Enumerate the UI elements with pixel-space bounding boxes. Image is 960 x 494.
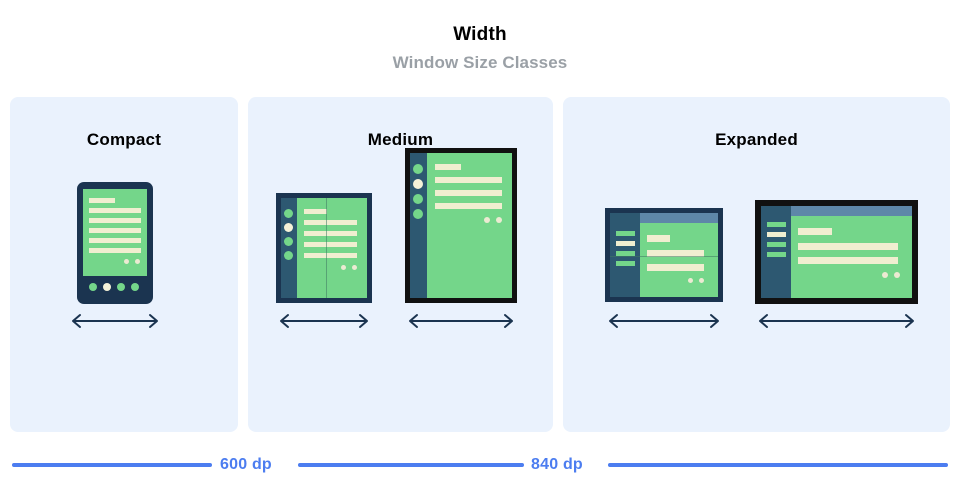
page-subtitle: Window Size Classes	[392, 53, 568, 72]
breakpoint-label-600dp: 600 dp	[220, 456, 272, 473]
tablet-landscape	[755, 200, 918, 304]
content-bar	[304, 231, 357, 236]
app-top-strip	[640, 213, 718, 223]
device-group-compact	[10, 152, 238, 432]
rail-dot[interactable]	[413, 209, 423, 219]
rail-bar-selected[interactable]	[767, 232, 786, 237]
panel-title-medium: Medium	[367, 130, 434, 149]
content-bar	[304, 209, 327, 214]
tablet-portrait	[405, 148, 517, 303]
breakpoint-rule-middle	[298, 463, 524, 467]
content-dot	[894, 272, 900, 278]
content-dot	[484, 217, 490, 223]
content-bar	[798, 257, 898, 264]
device-group-medium	[248, 148, 553, 432]
content-bar	[435, 177, 502, 183]
foldable-landscape-screen	[610, 213, 718, 297]
breakpoint-rule-right	[608, 463, 948, 467]
navigation-rail	[410, 153, 427, 298]
nav-dot[interactable]	[117, 283, 125, 291]
panel-expanded: Expanded	[563, 97, 950, 432]
phone-screen	[83, 189, 147, 297]
width-arrow-tablet-portrait	[405, 312, 517, 330]
tablet-portrait-screen	[410, 153, 512, 298]
fold-line	[610, 256, 718, 257]
foldable-portrait-screen	[281, 198, 367, 298]
size-class-panels: Compact	[10, 97, 950, 432]
rail-bar[interactable]	[767, 222, 786, 227]
panel-compact: Compact	[10, 97, 238, 432]
app-top-strip	[791, 206, 912, 216]
nav-dot[interactable]	[89, 283, 97, 291]
phone-portrait	[77, 182, 153, 304]
header: Width Window Size Classes	[0, 22, 960, 76]
rail-dot[interactable]	[413, 164, 423, 174]
content-bar	[304, 253, 357, 258]
rail-dot[interactable]	[284, 237, 293, 246]
content-dot	[496, 217, 502, 223]
content-bar	[304, 242, 357, 247]
width-arrow-foldable-portrait	[276, 312, 372, 330]
content-bar	[435, 203, 502, 209]
rail-bar[interactable]	[767, 252, 786, 257]
device-group-expanded	[563, 152, 950, 432]
content-bar	[798, 228, 832, 235]
content-bar	[435, 190, 502, 196]
content-bar	[89, 238, 141, 243]
content-bar	[89, 198, 115, 203]
content-bar	[89, 208, 141, 213]
content-bar	[89, 248, 141, 253]
rail-bar[interactable]	[616, 231, 635, 236]
width-arrow-foldable-landscape	[605, 312, 723, 330]
width-arrow-compact	[68, 312, 162, 330]
rail-dot[interactable]	[413, 194, 423, 204]
content-bar	[304, 220, 357, 225]
foldable-portrait	[276, 193, 372, 303]
foldable-landscape	[605, 208, 723, 302]
rail-dot-selected[interactable]	[284, 223, 293, 232]
rail-bar[interactable]	[767, 242, 786, 247]
rail-dot-selected[interactable]	[413, 179, 423, 189]
rail-bar-selected[interactable]	[616, 241, 635, 246]
nav-dot[interactable]	[131, 283, 139, 291]
rail-dot[interactable]	[284, 209, 293, 218]
content-bar	[647, 235, 670, 242]
rail-bar[interactable]	[616, 251, 635, 256]
width-arrow-tablet-landscape	[755, 312, 918, 330]
panel-title-compact: Compact	[86, 130, 162, 149]
content-dot	[135, 259, 140, 264]
breakpoint-label-840dp: 840 dp	[531, 456, 583, 473]
panel-medium: Medium	[248, 97, 553, 432]
content-dot	[882, 272, 888, 278]
rail-bar[interactable]	[616, 261, 635, 266]
content-bar	[647, 250, 704, 257]
nav-dot-selected[interactable]	[103, 283, 111, 291]
fold-line	[326, 198, 327, 298]
panel-title-expanded: Expanded	[715, 130, 798, 149]
content-dot	[124, 259, 129, 264]
content-dot	[352, 265, 357, 270]
tablet-landscape-screen	[761, 206, 912, 298]
content-dot	[699, 278, 704, 283]
content-dot	[688, 278, 693, 283]
content-bar	[89, 228, 141, 233]
content-bar	[647, 264, 704, 271]
content-dot	[341, 265, 346, 270]
content-bar	[798, 243, 898, 250]
page-title: Width	[453, 24, 507, 45]
content-bar	[89, 218, 141, 223]
breakpoint-scale: 600 dp 840 dp	[0, 452, 960, 488]
navigation-rail	[281, 198, 297, 298]
phone-navigation-bar	[83, 276, 147, 297]
breakpoint-rule-left	[12, 463, 212, 467]
content-bar	[435, 164, 461, 170]
rail-dot[interactable]	[284, 251, 293, 260]
